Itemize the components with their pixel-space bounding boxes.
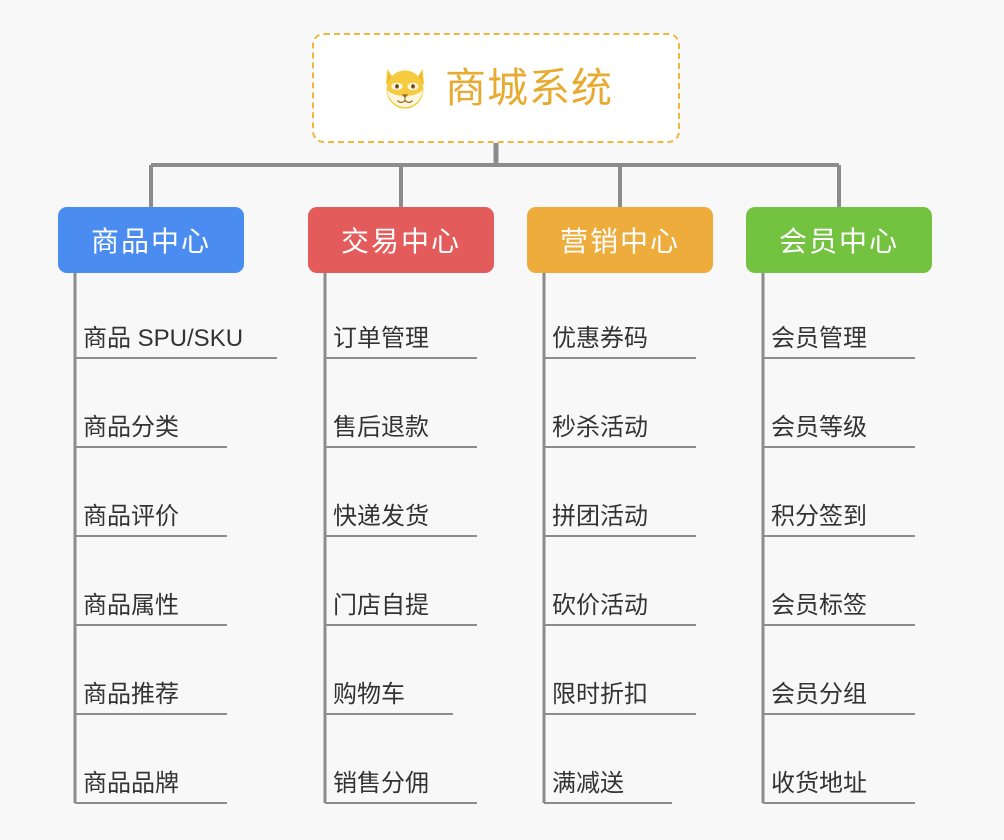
leaf-underline [544, 802, 672, 804]
leaf-underline [763, 446, 915, 448]
leaf-label: 商品推荐 [83, 680, 179, 708]
leaf-underline [763, 713, 915, 715]
root-node-content: 商城系统 [379, 64, 613, 112]
leaf-label: 收货地址 [771, 769, 867, 797]
leaf-underline [544, 535, 696, 537]
leaf-underline [544, 446, 696, 448]
leaf-label: 订单管理 [333, 324, 429, 352]
leaf-underline [325, 802, 477, 804]
leaf-underline [75, 357, 277, 359]
leaf-underline [544, 357, 696, 359]
leaf-label: 会员标签 [771, 591, 867, 619]
leaf-label: 商品分类 [83, 413, 179, 441]
leaf-label: 积分签到 [771, 502, 867, 530]
leaf-underline [75, 713, 227, 715]
branch-header-1[interactable]: 商品中心 [58, 207, 244, 273]
leaf-label: 满减送 [552, 769, 624, 797]
leaf-label: 优惠券码 [552, 324, 648, 352]
leaf-label: 商品品牌 [83, 769, 179, 797]
leaf-underline [544, 624, 696, 626]
branch-header-3[interactable]: 营销中心 [527, 207, 713, 273]
leaf-underline [325, 713, 453, 715]
leaf-label: 会员管理 [771, 324, 867, 352]
leaf-label: 商品 SPU/SKU [83, 324, 244, 352]
leaf-label: 销售分佣 [333, 769, 429, 797]
leaf-underline [75, 535, 227, 537]
branch-header-2[interactable]: 交易中心 [308, 207, 494, 273]
branch-header-4[interactable]: 会员中心 [746, 207, 932, 273]
root-node[interactable]: 商城系统 [312, 33, 680, 143]
leaf-label: 商品评价 [83, 502, 179, 530]
leaf-label: 限时折扣 [552, 680, 648, 708]
leaf-underline [763, 357, 915, 359]
leaf-label: 会员等级 [771, 413, 867, 441]
leaf-underline [75, 802, 227, 804]
shiba-dog-face-icon [385, 68, 425, 109]
leaf-underline [763, 802, 915, 804]
leaf-underline [325, 446, 477, 448]
leaf-underline [325, 624, 477, 626]
root-title: 商城系统 [445, 64, 613, 111]
leaf-label: 售后退款 [333, 413, 429, 441]
leaf-label: 快递发货 [333, 502, 429, 530]
leaf-label: 秒杀活动 [552, 413, 648, 441]
leaf-underline [75, 446, 227, 448]
leaf-underline [325, 357, 477, 359]
leaf-label: 砍价活动 [552, 591, 648, 619]
leaf-underline [763, 535, 915, 537]
leaf-label: 会员分组 [771, 680, 867, 708]
leaf-label: 拼团活动 [552, 502, 648, 530]
leaf-underline [325, 535, 477, 537]
leaf-underline [544, 713, 696, 715]
leaf-label: 门店自提 [333, 591, 429, 619]
leaf-underline [763, 624, 915, 626]
leaf-underline [75, 624, 227, 626]
leaf-label: 商品属性 [83, 591, 179, 619]
leaf-label: 购物车 [333, 680, 405, 708]
